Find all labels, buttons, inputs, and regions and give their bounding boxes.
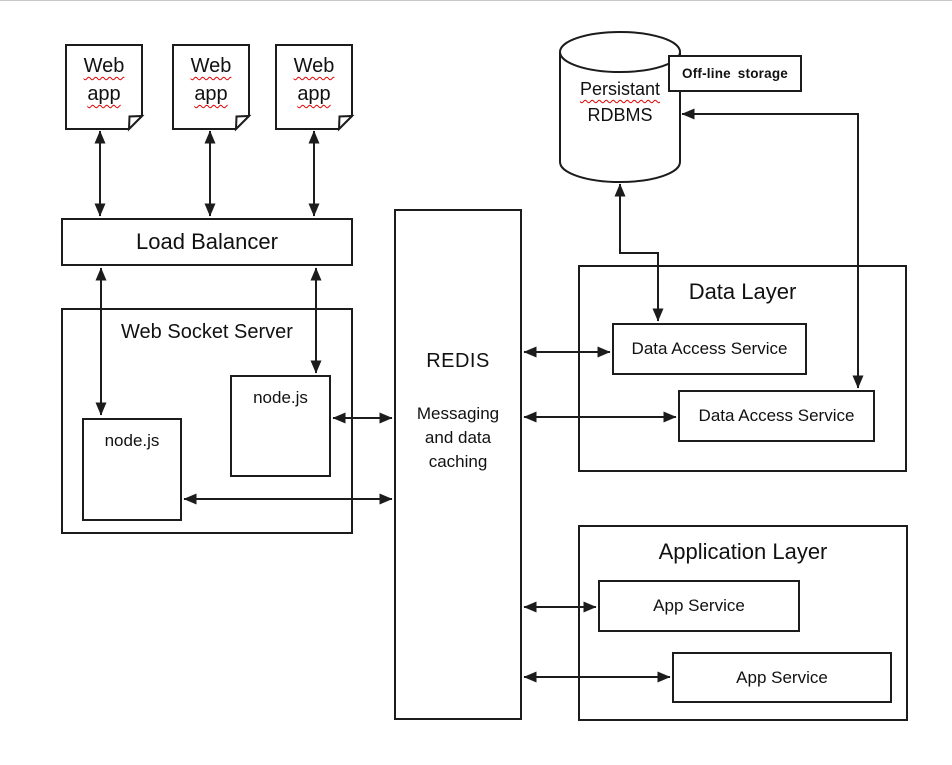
web-app-text-3: Web app [293,55,335,105]
web-app-text-2: Web app [190,55,232,105]
nodejs-box-1: node.js [82,418,182,521]
rdbms-label: Persistant RDBMS [579,79,661,125]
redis-box: REDIS Messaging and data caching [394,209,522,720]
load-balancer-label: Load Balancer [136,229,278,254]
data-access-service-label-2: Data Access Service [698,406,855,425]
app-service-label-1: App Service [653,596,745,615]
app-service-box-1: App Service [598,580,800,632]
app-service-label-2: App Service [736,667,828,687]
data-access-service-label-1: Data Access Service [631,339,788,358]
load-balancer-box: Load Balancer [61,218,353,266]
web-socket-server-label: Web Socket Server [121,321,293,343]
nodejs-label-1: node.js [104,431,160,450]
app-service-box-2: App Service [672,652,892,703]
data-access-service-box-1: Data Access Service [612,323,807,375]
nodejs-box-2: node.js [230,375,331,477]
offline-storage-box: Off-line storage [668,55,802,92]
nodejs-label-2: node.js [253,388,308,407]
application-layer-title: Application Layer [658,539,828,564]
data-layer-title: Data Layer [688,279,797,304]
web-app-text-1: Web app [83,55,125,105]
offline-storage-label: Off-line storage [682,66,788,81]
data-access-service-box-2: Data Access Service [678,390,875,442]
redis-subtitle: Messaging and data caching [416,404,500,471]
redis-title: REDIS [426,350,490,372]
